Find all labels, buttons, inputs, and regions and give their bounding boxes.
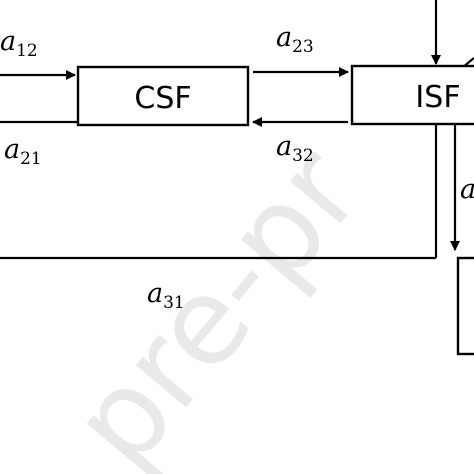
label-a32: a32 <box>276 131 314 166</box>
label-a12: a12 <box>0 26 38 61</box>
lower-right-box <box>456 256 474 356</box>
isf-box <box>350 64 474 126</box>
isf-label: ISF <box>415 80 460 115</box>
label-a-partial: a <box>460 174 474 205</box>
label-a23: a23 <box>276 22 314 57</box>
label-a31: a31 <box>147 278 185 313</box>
label-a21: a21 <box>4 134 42 169</box>
watermark: pre-pr <box>46 123 388 474</box>
csf-label: CSF <box>134 81 191 116</box>
node-isf: ISF <box>350 64 474 126</box>
csf-box <box>76 65 250 127</box>
node-csf: CSF <box>76 65 250 127</box>
